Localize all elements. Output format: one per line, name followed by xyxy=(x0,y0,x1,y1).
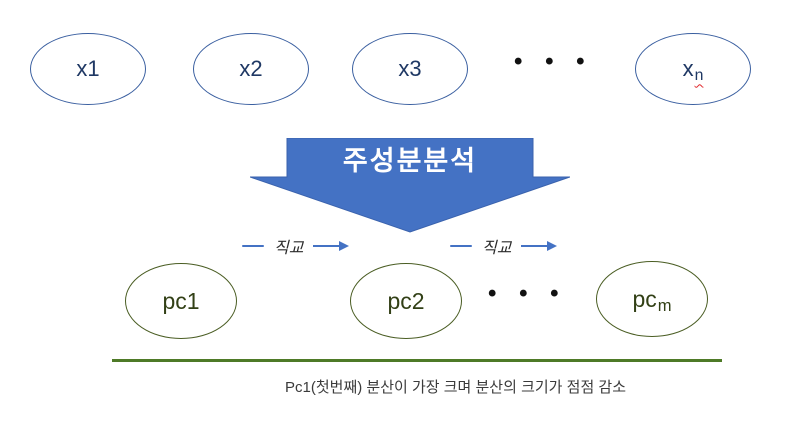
right-arrow-icon xyxy=(521,241,558,251)
divider-line xyxy=(112,359,722,362)
dash-icon xyxy=(450,245,472,247)
right-arrow-icon xyxy=(313,241,350,251)
bottom-ellipsis-dots: • • • xyxy=(488,280,567,307)
down-arrow-shape xyxy=(250,138,570,233)
node-x1: x1 xyxy=(30,33,146,105)
orthogonal-label: 직교 xyxy=(482,240,512,257)
caption-text: Pc1(첫번째) 분산이 가장 크며 분산의 크기가 점점 감소 xyxy=(285,379,627,396)
node-x3: x3 xyxy=(352,33,468,105)
node-pcm-base: pc xyxy=(632,285,657,312)
dash-icon xyxy=(242,245,264,247)
node-xn: xn xyxy=(635,33,751,105)
node-xn-base: x xyxy=(682,56,694,81)
node-x2: x2 xyxy=(193,33,309,105)
down-arrow-polygon xyxy=(250,138,570,233)
node-pcm-label: pcm xyxy=(632,285,672,316)
node-pc2-label: pc2 xyxy=(387,287,425,314)
node-xn-subscript: n xyxy=(694,67,704,85)
node-xn-label: xn xyxy=(682,56,704,85)
node-pc2: pc2 xyxy=(350,263,462,339)
top-ellipsis-dots: • • • xyxy=(514,48,593,75)
node-pc1-label: pc1 xyxy=(162,287,200,314)
orthogonal-annotation-1: 직교 xyxy=(242,236,350,257)
node-x1-label: x1 xyxy=(76,56,100,81)
node-pcm-subscript: m xyxy=(657,296,672,316)
node-x3-label: x3 xyxy=(398,56,422,81)
node-pc1: pc1 xyxy=(125,263,237,339)
node-pcm: pcm xyxy=(596,261,708,337)
node-x2-label: x2 xyxy=(239,56,263,81)
transform-arrow-label: 주성분분석 xyxy=(342,145,478,176)
orthogonal-label: 직교 xyxy=(274,240,304,257)
orthogonal-annotation-2: 직교 xyxy=(450,236,558,257)
